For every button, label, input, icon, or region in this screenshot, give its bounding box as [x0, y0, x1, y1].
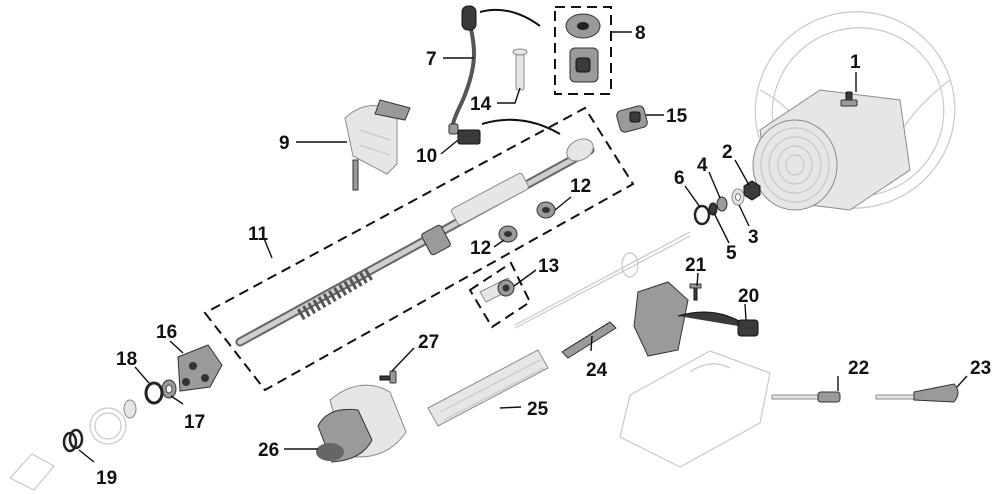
steering-wheel	[752, 11, 956, 211]
part-1-bolt	[840, 91, 858, 107]
callout-12a: 12	[570, 176, 591, 197]
leader-lines	[78, 31, 968, 463]
callout-labels: 1 2 3 4 5 6 7 8 9 10 11 12 12 13 14 15 1…	[96, 23, 991, 489]
callout-15: 15	[666, 106, 688, 127]
part-16-ignition-switch	[177, 344, 223, 392]
part-12-bushing-upper	[536, 201, 556, 219]
part-19-coupler	[9, 399, 137, 491]
callout-23: 23	[970, 358, 991, 379]
callout-8: 8	[635, 23, 646, 44]
part-22-rod	[771, 391, 841, 403]
part-27-screw	[379, 370, 397, 384]
part-25-tray	[427, 349, 549, 427]
callout-11: 11	[248, 224, 269, 245]
callout-14: 14	[470, 94, 492, 115]
part-21-screw	[689, 283, 702, 301]
callout-24: 24	[586, 360, 608, 381]
part-6-snap-ring	[693, 204, 711, 226]
callout-10: 10	[416, 146, 437, 167]
part-3-washer	[731, 188, 745, 206]
callout-3: 3	[748, 227, 759, 248]
callout-25: 25	[527, 399, 549, 420]
callout-4: 4	[697, 155, 708, 176]
callout-26: 26	[258, 440, 279, 461]
callout-18: 18	[116, 349, 137, 370]
callout-9: 9	[279, 133, 290, 154]
part-23-lever	[875, 383, 959, 403]
part-7-shift-lever	[448, 5, 541, 135]
callout-2: 2	[722, 142, 733, 163]
part-20-turn-signal-switch	[633, 281, 759, 357]
part-17-ring	[161, 379, 177, 399]
part-13-bearing-clamp	[468, 261, 532, 329]
part-15-switch	[616, 105, 648, 133]
part-4-ring	[716, 196, 728, 212]
callout-1: 1	[850, 52, 861, 73]
part-9-bracket	[344, 99, 411, 191]
callout-6: 6	[674, 168, 685, 189]
callout-7: 7	[426, 49, 437, 70]
callout-13: 13	[538, 256, 559, 277]
part-8-lock-assembly	[554, 6, 612, 95]
part-18-ring	[144, 381, 164, 405]
part-12-bushing-lower	[498, 225, 518, 243]
part-11-steering-column	[203, 106, 635, 392]
callout-17: 17	[184, 412, 205, 433]
part-14-pin	[512, 48, 528, 91]
callout-20: 20	[738, 286, 759, 307]
callout-16: 16	[156, 322, 177, 343]
callout-19: 19	[96, 468, 117, 489]
callout-5: 5	[726, 243, 737, 264]
part-5-ring	[708, 202, 718, 216]
lower-shroud	[619, 350, 771, 468]
callout-21: 21	[685, 255, 707, 276]
intermediate-shaft-ghost	[514, 231, 691, 329]
part-10-clip	[457, 118, 561, 145]
callout-27: 27	[418, 332, 439, 353]
callout-12b: 12	[470, 238, 491, 259]
part-26-boot	[316, 384, 407, 463]
part-24-cover	[561, 321, 617, 359]
callout-22: 22	[848, 358, 869, 379]
